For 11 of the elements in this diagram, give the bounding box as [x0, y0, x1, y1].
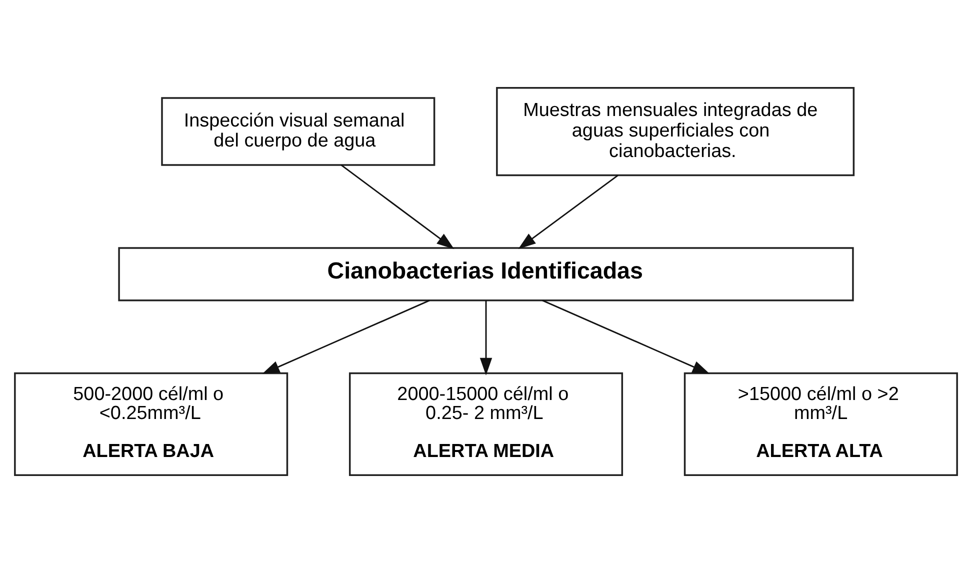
node-box: Cianobacterias Identificadas [118, 247, 854, 302]
arrow [518, 174, 618, 249]
node-box: Inspección visual semanal del cuerpo de agua [161, 97, 436, 166]
arrow [480, 300, 492, 376]
arrow [542, 300, 710, 374]
node-box: 500-2000 cél/ml o <0.25mm³/L ALERTA BAJA [14, 372, 288, 476]
arrow [262, 300, 430, 374]
node-box: >15000 cél/ml o >2 mm³/L ALERTA ALTA [684, 372, 958, 476]
node-box: Muestras mensuales integradas de aguas superficiales con cianobacterias. [496, 86, 855, 176]
arrow [340, 164, 454, 250]
node-box: 2000-15000 cél/ml o 0.25- 2 mm³/L ALERTA MEDIA [348, 372, 624, 476]
